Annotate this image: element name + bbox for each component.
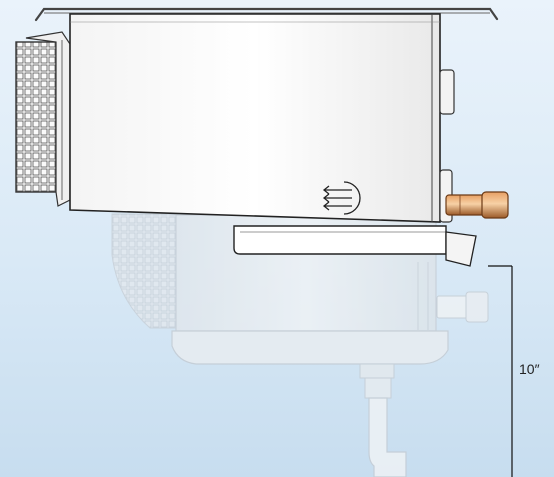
ghost-drain-tray bbox=[171, 330, 449, 365]
drip-tray bbox=[233, 225, 447, 255]
rear-grill-panel bbox=[15, 41, 57, 193]
main-housing bbox=[69, 13, 441, 223]
tray-bracket bbox=[445, 231, 477, 267]
ghost-grill-panel bbox=[111, 213, 179, 329]
mounted-unit bbox=[15, 7, 509, 267]
ghost-drain-fitting bbox=[359, 363, 395, 379]
mounting-bracket bbox=[34, 7, 499, 22]
lowered-unit-ghost bbox=[111, 213, 489, 477]
ghost-drain-pipe bbox=[368, 397, 407, 477]
side-panel-upper bbox=[439, 69, 455, 115]
airflow-arrows-icon bbox=[322, 181, 361, 215]
height-dimension bbox=[488, 265, 513, 477]
dimension-label: 10″ bbox=[519, 361, 540, 377]
